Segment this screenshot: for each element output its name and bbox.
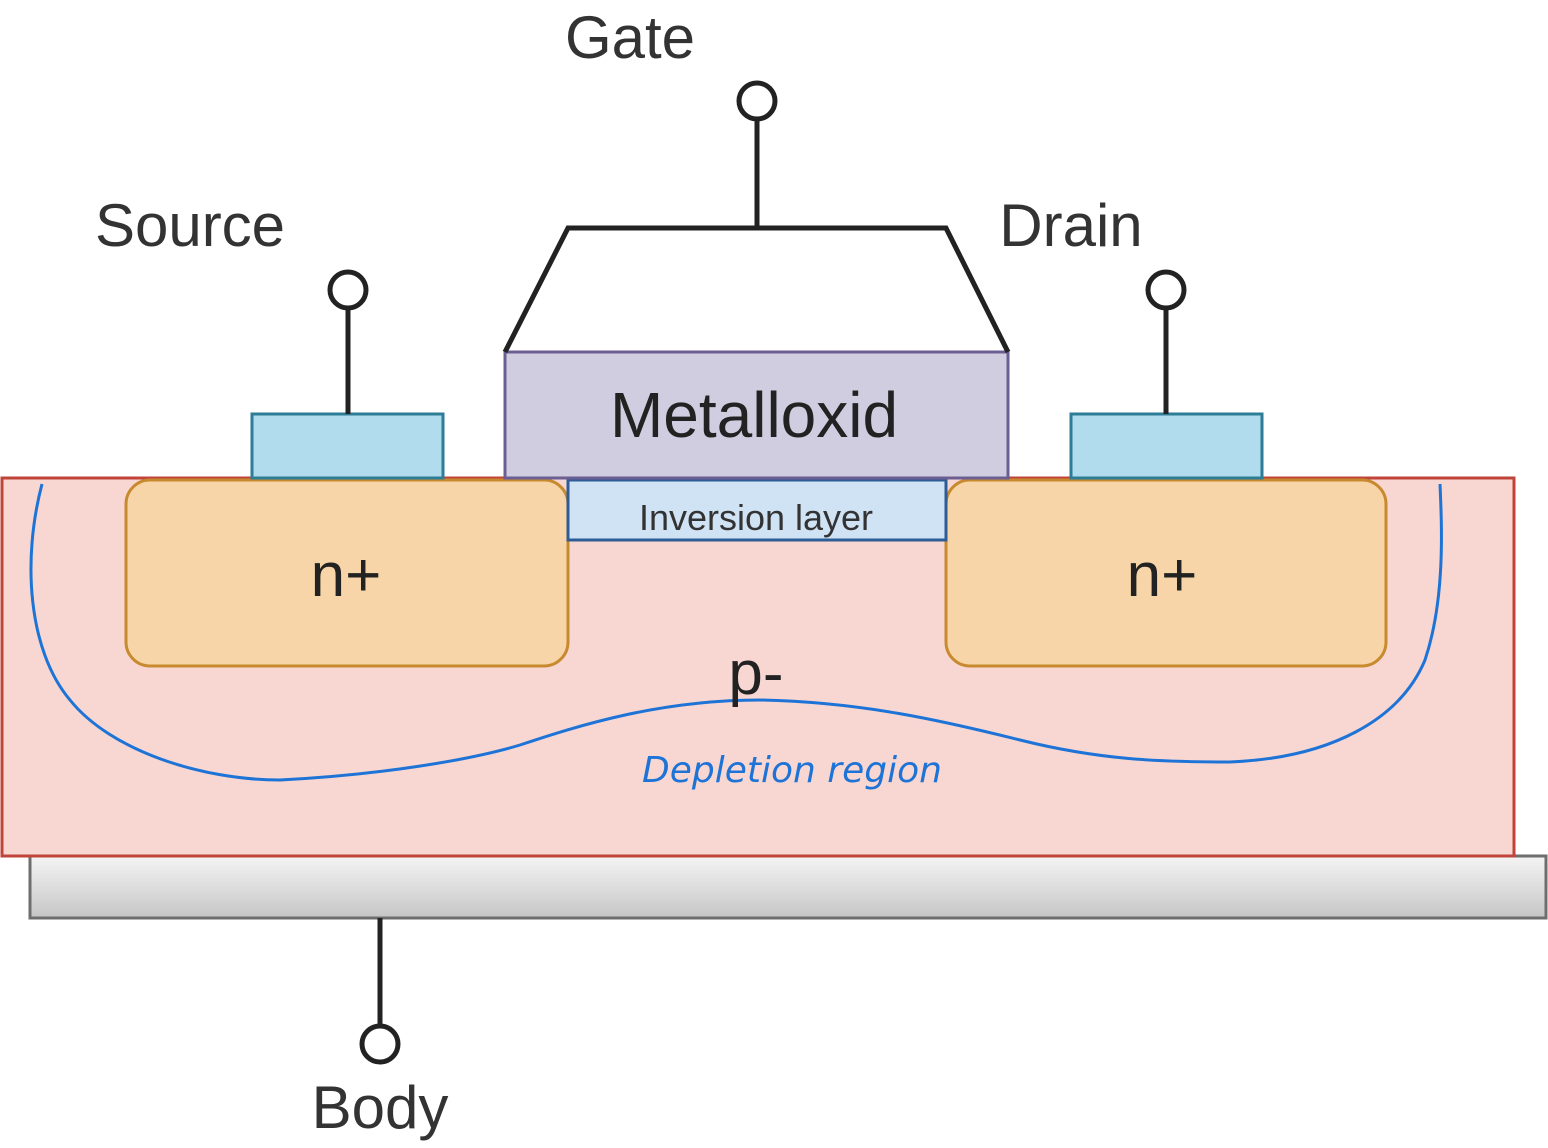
source-label: Source	[95, 192, 285, 259]
gate-terminal-circle	[736, 80, 778, 122]
depletion-region-boundary	[29, 483, 1443, 782]
source-contact	[250, 412, 445, 480]
drain-terminal-circle	[1145, 269, 1187, 311]
body-plate	[28, 854, 1548, 920]
source-doping-label: n+	[311, 541, 382, 610]
inversion-layer	[566, 478, 948, 542]
inversion-layer-label: Inversion layer	[639, 497, 873, 538]
gate-material-label: Metalloxid	[610, 379, 898, 451]
substrate-doping-label: p-	[728, 639, 783, 708]
body-label: Body	[312, 1074, 449, 1141]
drain-contact	[1069, 412, 1264, 480]
drain-n-plus-region	[944, 478, 1388, 668]
gate-connector-wire	[502, 225, 1011, 354]
source-terminal-circle	[327, 269, 369, 311]
source-n-plus-region	[124, 478, 570, 668]
gate-label: Gate	[565, 4, 695, 71]
depletion-region-label: Depletion region	[642, 750, 942, 791]
drain-label: Drain	[999, 192, 1142, 259]
gate-metal-oxide	[503, 350, 1010, 480]
body-terminal-circle	[359, 1023, 401, 1065]
drain-doping-label: n+	[1127, 541, 1198, 610]
